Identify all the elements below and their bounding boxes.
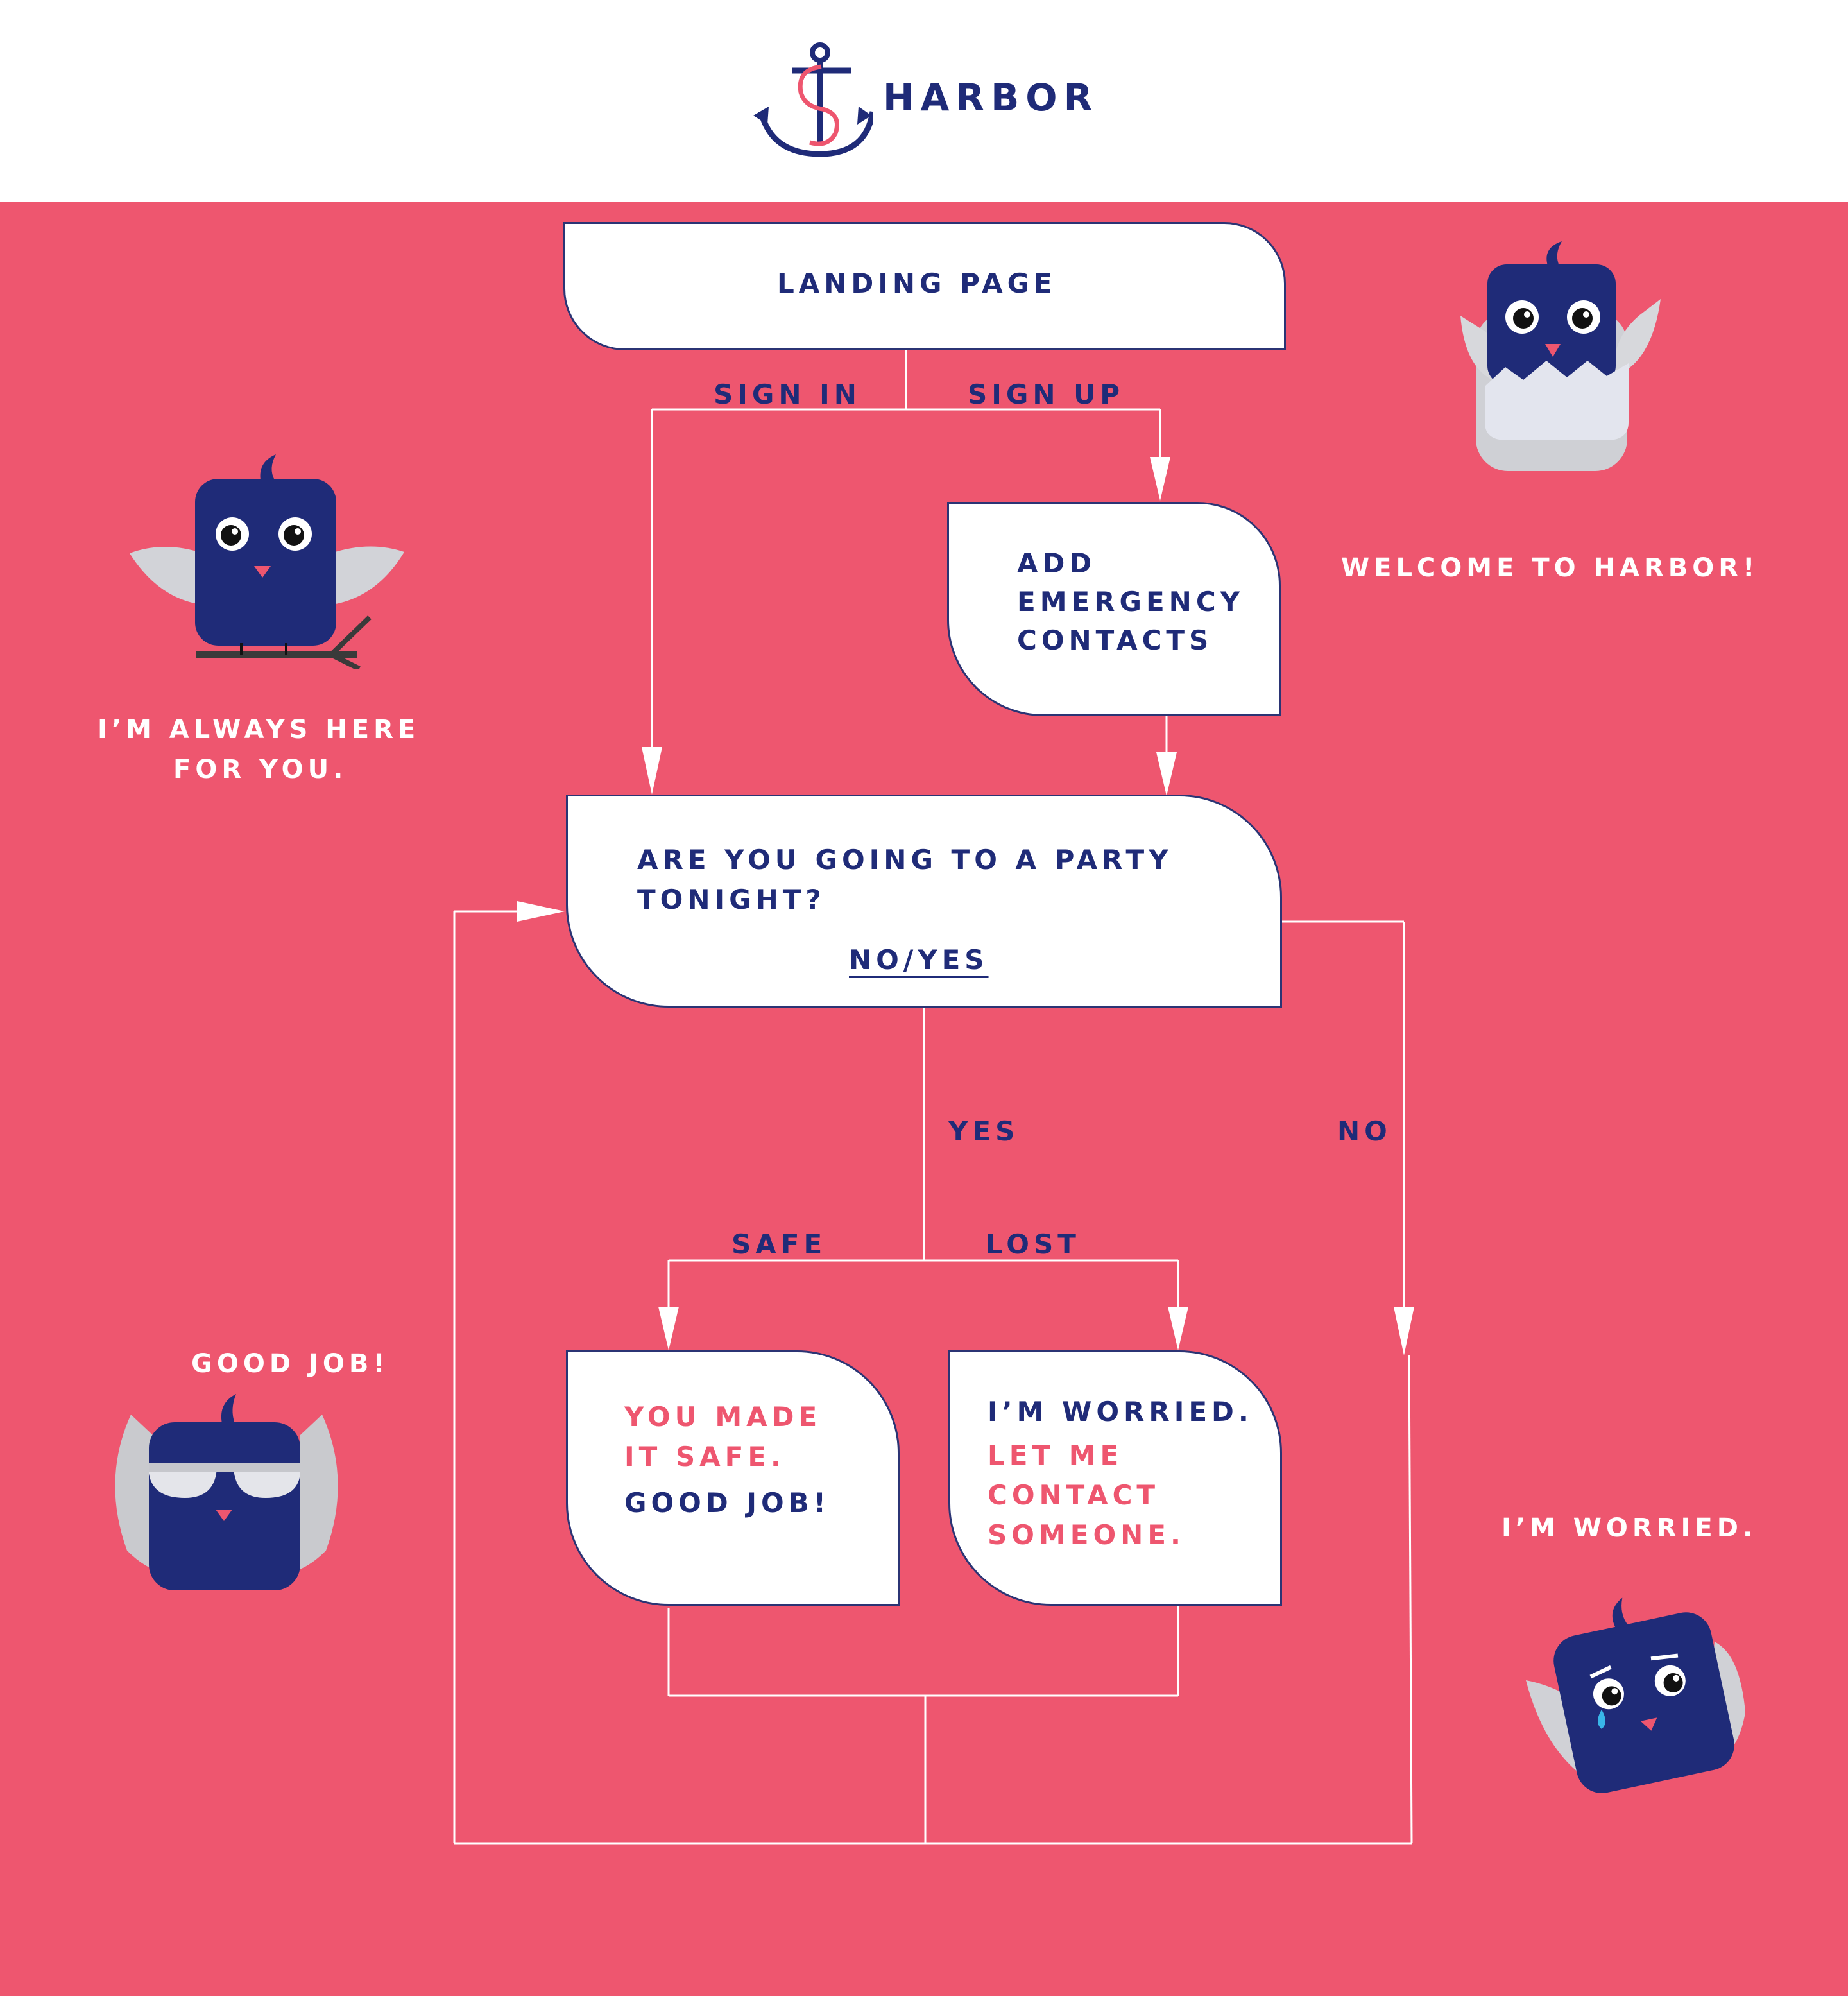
made-it-safe-node: YOU MADE IT SAFE. GOOD JOB! xyxy=(566,1350,900,1606)
perched-owl-icon xyxy=(130,454,404,669)
no-yes-choice-link[interactable]: NO/YES xyxy=(849,944,989,976)
edge-label-no: NO xyxy=(1337,1115,1392,1147)
emergency-line-1: ADD xyxy=(1017,547,1097,579)
arrow-head xyxy=(1150,457,1170,501)
worried-caption: I’M WORRIED. xyxy=(1502,1513,1758,1543)
arrow-head xyxy=(1156,752,1177,796)
edge-label-lost: LOST xyxy=(986,1228,1081,1260)
arrow-head xyxy=(517,901,565,922)
arrow-head xyxy=(1168,1307,1188,1350)
emergency-contacts-node: ADD EMERGENCY CONTACTS xyxy=(947,502,1281,716)
anchor-icon xyxy=(753,42,873,157)
arrow-head xyxy=(658,1307,679,1350)
welcome-caption: WELCOME TO HARBOR! xyxy=(1341,553,1759,583)
question-line-1: ARE YOU GOING TO A PARTY xyxy=(637,844,1173,875)
question-line-2: TONIGHT? xyxy=(637,884,826,915)
hatching-owl-icon xyxy=(1460,241,1661,471)
emergency-line-2: EMERGENCY xyxy=(1017,586,1245,617)
sunglasses-owl-icon xyxy=(115,1394,338,1590)
safe-line-3: GOOD JOB! xyxy=(624,1487,830,1519)
worried-line-1: I’M WORRIED. xyxy=(988,1396,1253,1427)
landing-page-label: LANDING PAGE xyxy=(777,268,1057,299)
worried-node: I’M WORRIED. LET ME CONTACT SOMEONE. xyxy=(948,1350,1282,1606)
good-job-caption: GOOD JOB! xyxy=(191,1349,389,1379)
party-question-node: ARE YOU GOING TO A PARTY TONIGHT? NO/YES xyxy=(566,795,1282,1008)
crying-owl-icon xyxy=(1526,1597,1745,1793)
worried-line-2: LET ME xyxy=(988,1440,1124,1471)
worried-line-3: CONTACT xyxy=(988,1479,1160,1511)
arrow-head xyxy=(1394,1307,1414,1355)
header-bar: HARBOR xyxy=(0,0,1848,202)
edge-label-safe: SAFE xyxy=(732,1228,827,1260)
emergency-line-3: CONTACTS xyxy=(1017,624,1213,656)
arrow-head xyxy=(642,747,662,795)
edge-label-yes: YES xyxy=(948,1115,1020,1147)
landing-page-node: LANDING PAGE xyxy=(563,222,1286,350)
edge-label-sign-in: SIGN IN xyxy=(714,379,861,410)
always-here-line-1: I’M ALWAYS HERE xyxy=(98,715,420,744)
safe-line-1: YOU MADE xyxy=(624,1401,822,1432)
edge-label-sign-up: SIGN UP xyxy=(968,379,1125,410)
safe-line-2: IT SAFE. xyxy=(624,1441,785,1472)
worried-line-4: SOMEONE. xyxy=(988,1519,1185,1551)
always-here-line-2: FOR YOU. xyxy=(173,755,348,784)
brand-name: HARBOR xyxy=(883,76,1099,119)
